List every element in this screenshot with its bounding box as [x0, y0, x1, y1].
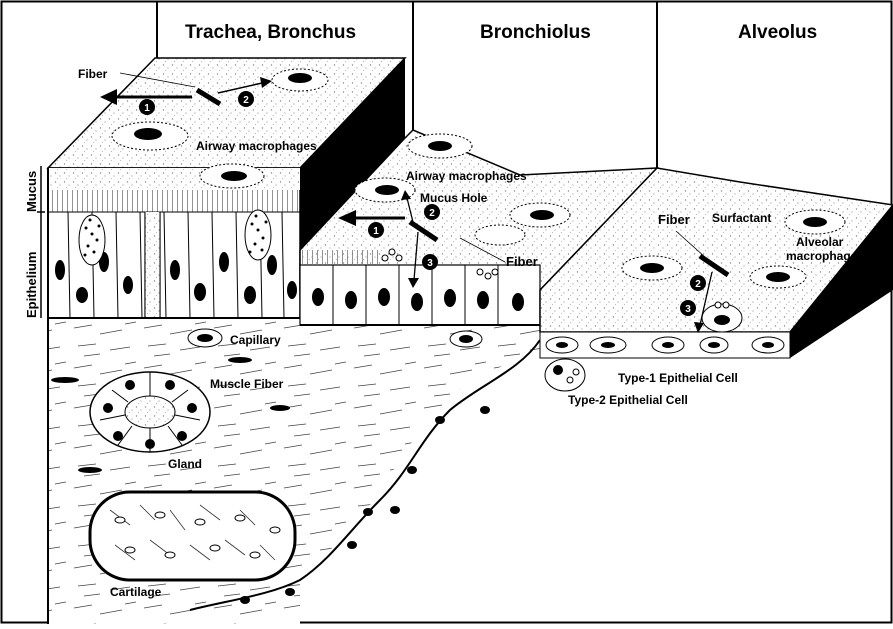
- label-fiber-top: Fiber: [78, 67, 108, 81]
- header-bronchiolus: Bronchiolus: [480, 22, 591, 43]
- cartilage: [90, 492, 295, 580]
- step-marker-2-bronchiolus: 2: [424, 204, 440, 220]
- svg-text:2: 2: [695, 279, 701, 290]
- type2-cell-lower: [545, 359, 585, 391]
- label-airway-macrophages-1: Airway macrophages: [196, 139, 317, 153]
- step-marker-1-trachea: 1: [139, 99, 155, 115]
- label-muscle-fiber: Muscle Fiber: [210, 377, 284, 391]
- step-marker-3-bronchiolus: 3: [422, 254, 438, 270]
- gland: [90, 372, 210, 452]
- label-gland: Gland: [168, 457, 202, 471]
- label-airway-macrophages-2: Airway macrophages: [406, 169, 527, 183]
- header-alveolus: Alveolus: [738, 22, 817, 43]
- label-type2: Type-2 Epithelial Cell: [568, 393, 688, 407]
- svg-text:3: 3: [685, 304, 691, 315]
- label-surfactant: Surfactant: [712, 211, 771, 225]
- svg-text:1: 1: [373, 226, 379, 237]
- label-fiber-bronchiolus: Fiber: [506, 254, 538, 269]
- epithelium-side-label: Epithelium: [24, 252, 39, 318]
- svg-text:2: 2: [243, 95, 249, 106]
- step-marker-1-bronchiolus: 1: [368, 222, 384, 238]
- label-capillary: Capillary: [230, 333, 281, 347]
- label-fiber-alveolus: Fiber: [658, 212, 690, 227]
- svg-text:1: 1: [144, 103, 150, 114]
- header-trachea: Trachea, Bronchus: [185, 22, 356, 43]
- svg-text:2: 2: [429, 208, 435, 219]
- mucus-side-label: Mucus: [24, 171, 39, 212]
- step-marker-3-alveolus: 3: [680, 300, 696, 316]
- label-mucus-hole: Mucus Hole: [420, 191, 488, 205]
- label-alveolar-macrophages-2: macrophages: [786, 249, 864, 263]
- label-alveolar-macrophages-1: Alveolar: [796, 235, 844, 249]
- svg-text:3: 3: [427, 258, 433, 269]
- label-type1: Type-1 Epithelial Cell: [618, 371, 738, 385]
- step-marker-2-alveolus: 2: [690, 275, 706, 291]
- step-marker-2-trachea: 2: [238, 91, 254, 107]
- label-cartilage: Cartilage: [110, 585, 162, 599]
